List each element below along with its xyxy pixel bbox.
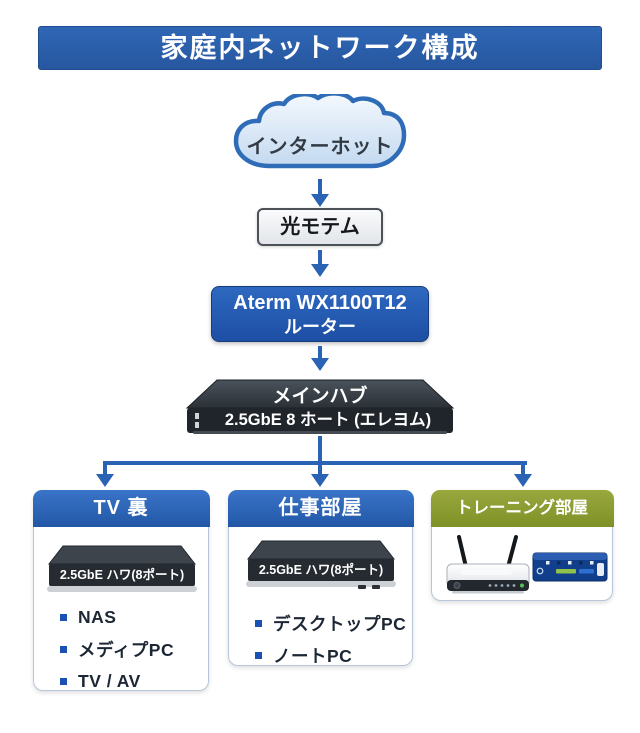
internet-node: インターホット [232,94,408,178]
branch-card-work: 仕事部屋 2.5GbE ハワ(8ポート) デスクトップPC ノートPC [227,489,414,666]
branch-card-training: トレーニング部屋 [430,489,614,601]
mini-hub-label: 2.5GbE ハワ(8ポート) [59,568,185,582]
bullet-square-icon [255,619,262,627]
down-arrow-icon [311,264,329,277]
down-arrow-icon [311,194,329,207]
list-item: ノートPC [229,639,412,671]
down-arrow-icon [514,474,532,487]
main-hub-node: メインハブ 2.5GbE 8 ホート (エレヨム) [185,378,455,436]
device-label: TV / AV [78,670,141,691]
internet-label: インターホット [246,136,394,158]
cloud-icon [233,94,407,169]
connector-drop [318,461,322,476]
connector-stem [318,436,322,464]
router-role-label: ルーター [284,317,356,337]
list-item: NAS [34,601,208,633]
down-arrow-icon [318,250,322,266]
mini-hub-device: 2.5GbE ハワ(8ポート) [47,544,197,596]
branch-header: TV 裏 [32,489,210,527]
device-label: メディプPC [78,639,175,660]
branch-card-tv: TV 裏 2.5GbE ハワ(8ポート) NAS メディプPC TV / AV [32,489,210,691]
down-arrow-icon [311,358,329,371]
connector-drop [521,461,525,476]
modem-node: 光モテム [257,208,383,246]
list-item: メディプPC [34,633,208,665]
bullet-square-icon [60,613,67,621]
device-label: ノートPC [273,645,353,666]
switch-illustration [47,545,197,592]
modem-label: 光モテム [280,216,360,238]
main-hub-spec-label: 2.5GbE 8 ホート (エレヨム) [224,411,432,429]
bullet-square-icon [255,651,262,659]
connector-drop [103,461,107,476]
down-arrow-icon [96,474,114,487]
mini-hub-device: 2.5GbE ハワ(8ポート) [246,539,396,591]
device-label: NAS [78,606,117,627]
page-title: 家庭内ネットワーク構成 [38,26,602,70]
switch-illustration [246,540,396,589]
network-switch-icon [532,547,608,587]
down-arrow-icon [318,179,322,196]
bullet-square-icon [60,645,67,653]
mini-hub-label: 2.5GbE ハワ(8ポート) [258,563,384,577]
wireless-router-icon [444,531,534,595]
down-arrow-icon [318,346,322,360]
switch-illustration [185,379,455,434]
list-item: TV / AV [34,665,208,697]
branch-header: トレーニング部屋 [430,489,614,527]
connector-bar [103,461,527,465]
branch-header: 仕事部屋 [227,489,414,527]
bullet-square-icon [60,677,67,685]
main-hub-name-label: メインハブ [272,386,368,407]
device-label: デスクトップPC [273,613,407,634]
list-item: デスクトップPC [229,607,412,639]
router-model-label: Aterm WX1100T12 [233,292,407,314]
down-arrow-icon [311,474,329,487]
device-list: デスクトップPC ノートPC [229,607,412,671]
router-node: Aterm WX1100T12 ルーター [211,286,429,342]
device-list: NAS メディプPC TV / AV [34,601,208,697]
